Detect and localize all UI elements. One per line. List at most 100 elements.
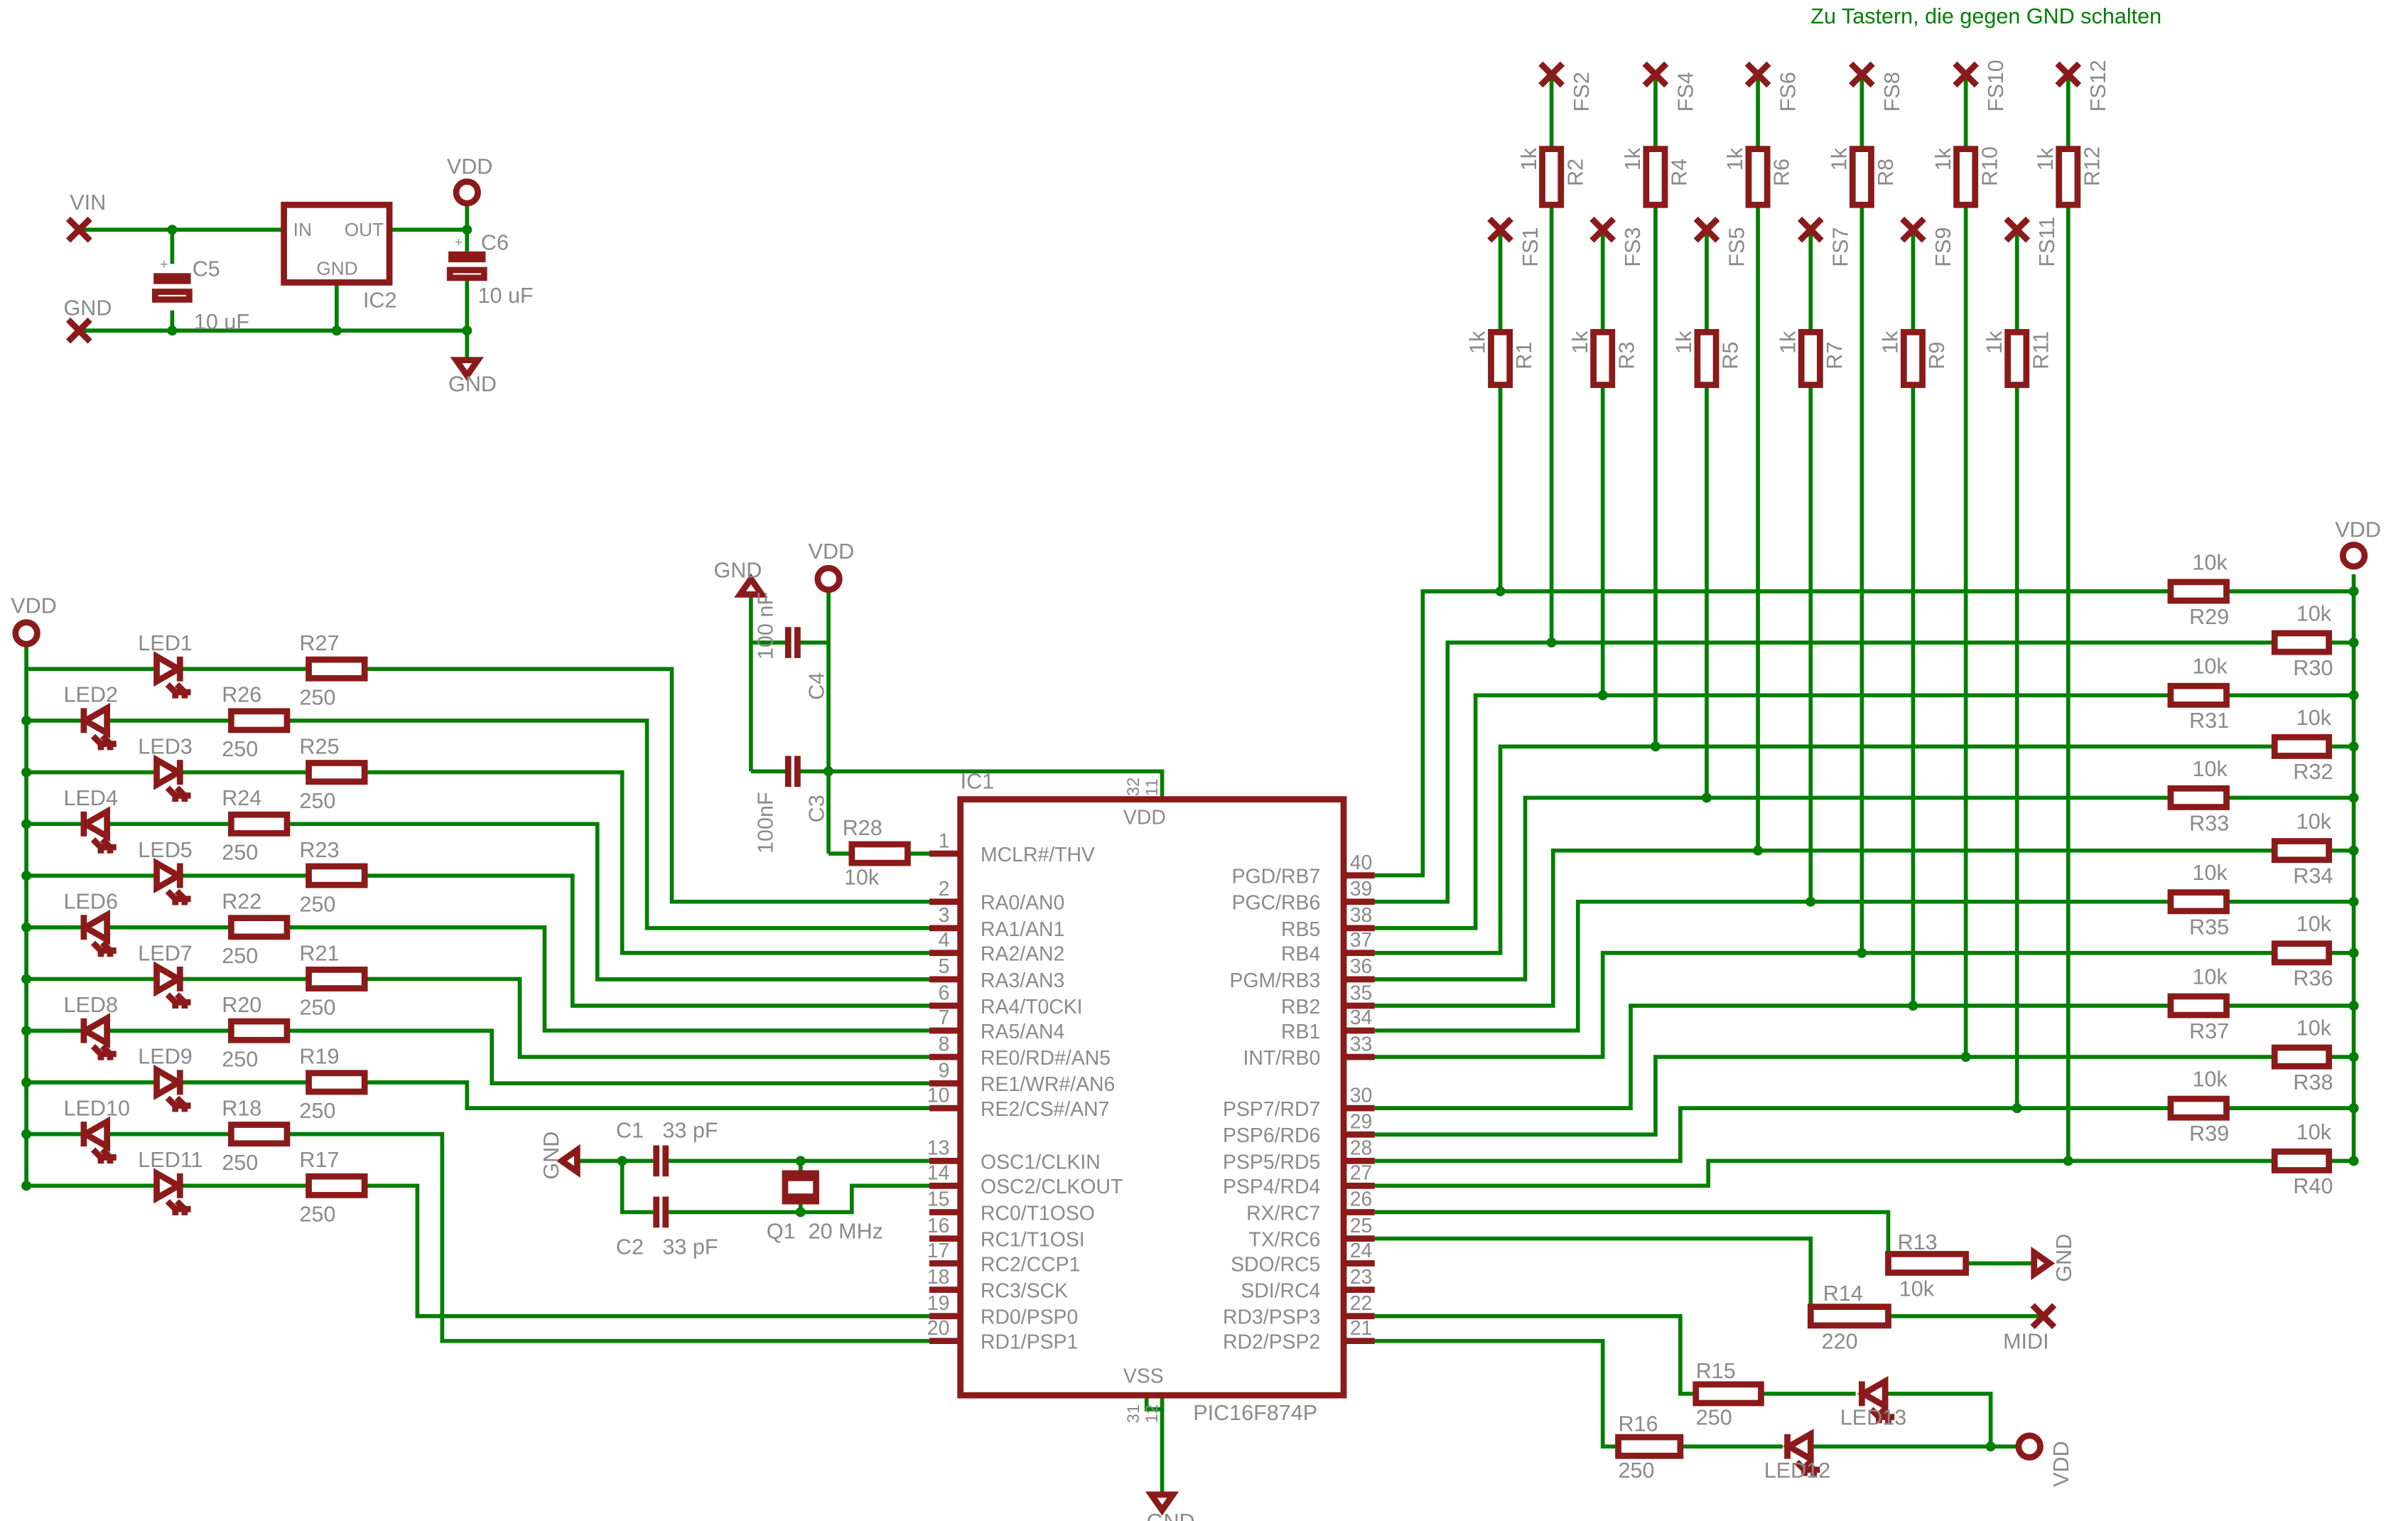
c6-name: C6	[481, 231, 509, 255]
led-11-icon	[153, 1168, 185, 1204]
r13-resistor	[1885, 1251, 1970, 1276]
led-resistor-value: 250	[222, 737, 258, 761]
mcu-pin-name: PSP6/RD6	[1223, 1124, 1320, 1147]
mcu-pin-name: RD2/PSP2	[1223, 1331, 1320, 1354]
vdd-right-symbol-icon	[2339, 542, 2368, 570]
wire	[365, 1080, 929, 1110]
led-name: LED3	[138, 734, 192, 758]
q1-name: Q1	[767, 1220, 796, 1244]
q1-crystal-icon	[782, 1175, 819, 1200]
wire	[1374, 950, 2275, 1059]
led-5-icon	[153, 858, 185, 894]
led-name: LED5	[138, 838, 192, 862]
c3-value: 100nF	[753, 792, 777, 854]
mcu-pin-number: 34	[1350, 1006, 1373, 1029]
r15-value: 250	[1696, 1406, 1732, 1430]
pullup-name: R36	[2293, 967, 2333, 991]
junction-dot	[21, 1077, 32, 1087]
led-row-resistor	[306, 966, 368, 991]
wire	[286, 925, 929, 1033]
junction-dot	[2348, 1156, 2359, 1166]
wire	[286, 719, 929, 930]
pullup-name: R38	[2293, 1070, 2333, 1095]
switch-resistor-value: 1k	[1517, 147, 1541, 171]
mcu-pin-number: 22	[1350, 1292, 1373, 1315]
switch-resistor-value: 1k	[1931, 147, 1955, 171]
wire	[1374, 1004, 2171, 1110]
junction-dot	[331, 326, 342, 336]
mcu-pin-name: PGM/RB3	[1230, 969, 1321, 992]
pullup-name: R33	[2189, 811, 2229, 835]
switch-connector-x-icon	[1744, 61, 1771, 88]
c5-value: 10 uF	[194, 310, 249, 334]
r14-name: R14	[1823, 1281, 1863, 1306]
wire	[669, 1183, 929, 1215]
r28-name: R28	[843, 816, 882, 840]
led-resistor-name: R26	[222, 683, 261, 707]
mcu-vss-label: VSS	[1123, 1365, 1164, 1388]
mcu-ic1-body	[957, 796, 1347, 1399]
switch-connector-name: FS11	[2035, 217, 2059, 267]
switch-resistor-value: 1k	[1723, 147, 1747, 171]
gnd-input-label: GND	[64, 296, 112, 320]
led-resistor-name: R25	[299, 734, 339, 758]
switch-connector-x-icon	[1693, 216, 1720, 243]
wire	[1374, 899, 2171, 1033]
mcu-pin-number: 5	[939, 955, 950, 978]
light-arrow-icon	[174, 682, 191, 699]
led13-name: LED13	[1840, 1406, 1906, 1430]
switch-connector-x-icon	[1797, 216, 1824, 243]
light-arrow-icon	[100, 1147, 117, 1164]
mcu-pin-number: 13	[927, 1137, 950, 1160]
mcu-pin-name: SDO/RC5	[1231, 1253, 1320, 1276]
switch-resistor-name: R11	[2029, 331, 2053, 370]
pullup-name: R40	[2293, 1174, 2333, 1198]
ic2-name: IC2	[363, 288, 397, 312]
mcu-pin-32: 32	[1124, 778, 1143, 797]
led-resistor-value: 250	[222, 841, 258, 865]
regulator-gnd-pin: GND	[316, 258, 357, 279]
light-arrow-icon	[174, 1199, 191, 1215]
switch-resistor-value: 1k	[1982, 330, 2007, 354]
mcu-pin-number: 21	[1350, 1317, 1373, 1340]
switch-resistor-name: R9	[1925, 342, 1949, 370]
mcu-vdd-label: VDD	[1123, 807, 1166, 829]
wire	[828, 769, 1165, 800]
led12-icon	[1782, 1429, 1814, 1465]
pullup-resistor	[2167, 1095, 2230, 1121]
pullup-resistor	[2271, 1148, 2333, 1173]
led-4-icon	[79, 806, 111, 842]
led-name: LED7	[138, 941, 192, 965]
led-row-resistor	[227, 1018, 291, 1043]
c2-capacitor-icon	[653, 1196, 669, 1228]
led-9-icon	[153, 1064, 185, 1100]
regulator-out-pin: OUT	[345, 219, 384, 240]
led-row-resistor	[227, 708, 291, 733]
r13-value: 10k	[1899, 1277, 1935, 1301]
led-resistor-name: R23	[299, 838, 339, 862]
mcu-pin-number: 18	[927, 1266, 950, 1289]
wire	[1888, 1392, 1993, 1447]
polarity-mark: +	[455, 235, 463, 250]
junction-dot	[2348, 792, 2359, 803]
switch-connector-x-icon	[1487, 216, 1513, 243]
gnd-ic2-label: GND	[448, 372, 497, 396]
pullup-resistor	[2167, 682, 2230, 708]
pullup-resistor	[2271, 940, 2333, 966]
vdd-top-symbol-icon	[453, 178, 481, 207]
mcu-pin-number: 28	[1350, 1137, 1373, 1160]
led-name: LED6	[64, 890, 118, 914]
pullup-name: R31	[2189, 709, 2229, 733]
mcu-pin-number: 20	[927, 1317, 950, 1340]
pullup-name: R34	[2293, 864, 2333, 888]
gnd-crystal-label: GND	[539, 1132, 563, 1180]
switch-connector-name: FS8	[1880, 72, 1904, 112]
pullup-resistor	[2167, 993, 2230, 1019]
led-2-icon	[79, 702, 111, 738]
led-resistor-value: 250	[222, 944, 258, 968]
pullup-value: 10k	[2193, 1068, 2228, 1092]
gnd-connector-x-icon	[65, 317, 92, 344]
switch-resistor	[1798, 328, 1823, 388]
junction-dot	[167, 225, 178, 235]
